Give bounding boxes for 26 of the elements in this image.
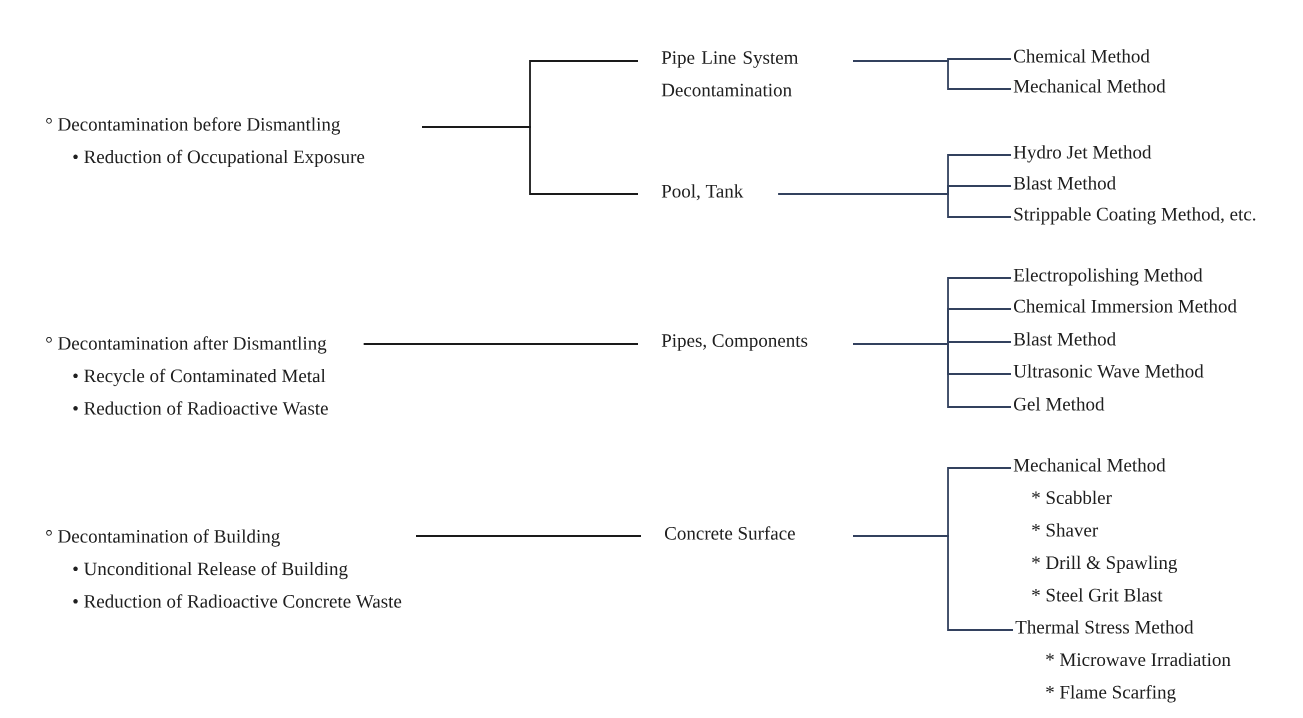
connector-line [852, 535, 1014, 631]
area-text: Pipes, Components [661, 334, 808, 351]
method-text: Blast Method [1013, 332, 1116, 346]
area-text: Pool, Tank [661, 184, 744, 201]
connector-line [777, 193, 1012, 218]
area-text: Concrete Surface [665, 526, 795, 540]
connector-line [852, 60, 1012, 90]
method-text: Ultrasonic Wave Method [1013, 364, 1204, 378]
method-text: Mechanical Method [1013, 79, 1166, 93]
method-text: Gel Method [1014, 397, 1105, 411]
method-text: Chemical Immersion Method [1014, 299, 1237, 313]
category-text: ° Decontamination of Building • Unconditional Release of Building • Reduction of Radioactive Concrete Waste [46, 529, 402, 608]
category-text: ° Decontamination before Dismantling • Reduction of Occupational Exposure [46, 117, 365, 168]
method-text: Blast Method [1013, 176, 1116, 190]
method-text: Chemical Method [1014, 49, 1150, 63]
connector-line [362, 343, 639, 345]
method-text: Electropolishing Method [1013, 268, 1203, 286]
method-text: Thermal Stress Method * Microwave Irradiation * Flame Scarfing [1015, 620, 1231, 703]
method-text: Mechanical Method * Scabbler * Shaver * Drill & Spawling * Steel Grit Blast [1013, 458, 1178, 602]
connector-line [415, 535, 642, 537]
method-text: Hydro Jet Method [1013, 145, 1152, 163]
category-text: ° Decontamination after Dismantling • Recycle of Contaminated Metal • Reduction of Radioactive Waste [46, 336, 328, 415]
area-text: Pipe Line System Decontamination [661, 51, 799, 97]
connector-line [852, 343, 1012, 408]
method-text: Strippable Coating Method, etc. [1014, 207, 1256, 225]
connector-line [421, 126, 639, 195]
